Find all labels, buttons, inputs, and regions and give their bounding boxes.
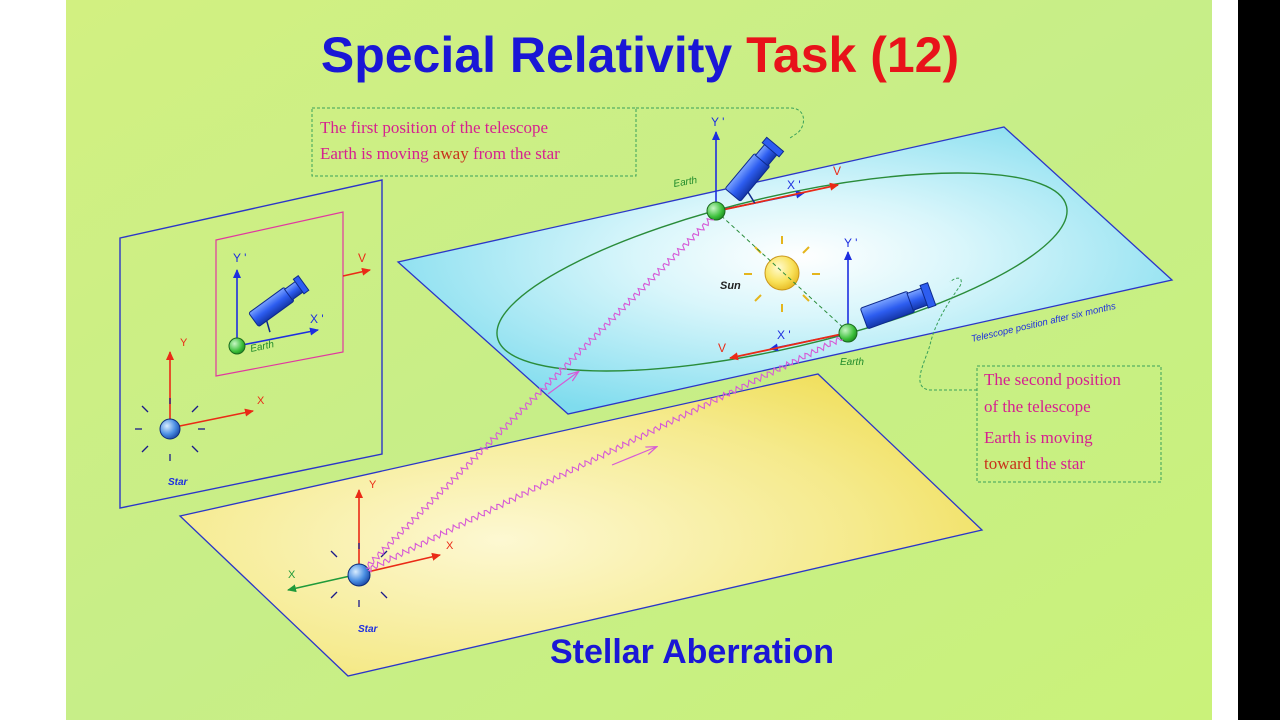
inset-velocity-label: V (358, 251, 366, 265)
inset-velocity-arrow (342, 267, 371, 277)
star-x-axis (358, 552, 441, 575)
second-position-line-4: toward the star (984, 454, 1085, 473)
left-star (159, 418, 181, 440)
emphasis-away: away (433, 144, 469, 163)
subtitle: Stellar Aberration (550, 633, 834, 671)
star-negative-x-label: X (288, 569, 296, 581)
inset-y-prime-label: Y ' (233, 251, 246, 265)
star-x-label: X (446, 540, 454, 552)
orbit-diameter-line-1 (715, 210, 849, 333)
earth2-velocity-label: V (718, 341, 726, 355)
right-edge-bar (1238, 0, 1280, 720)
title-part-blue: Special Relativity (321, 27, 732, 83)
first-position-leader (636, 107, 804, 139)
star-rays (330, 543, 388, 607)
earth-position-2 (838, 323, 858, 343)
left-star-x-label: X (257, 395, 265, 407)
left-star-x-axis (169, 408, 254, 429)
sun (764, 255, 800, 291)
emphasis-toward: toward (984, 454, 1032, 473)
first-position-line-1: The first position of the telescope (320, 118, 548, 137)
earth1-x-prime-label: X ' (787, 178, 801, 192)
earth1-label: Earth (673, 175, 699, 190)
earth2-x-prime-label: X ' (777, 328, 791, 342)
first-position-callout (311, 107, 637, 177)
light-ray-to-earth-1 (365, 217, 715, 570)
earth1-velocity-label: V (833, 164, 841, 178)
first-position-line-2: Earth is moving away from the star (320, 144, 560, 163)
telescope-2-icon (860, 282, 937, 329)
earth-position-1 (706, 201, 726, 221)
earth-orbit (496, 172, 1068, 372)
earth1-y-prime-label: Y ' (711, 115, 724, 129)
second-position-line-3: Earth is moving (984, 428, 1093, 447)
page-title: Special Relativity Task (12) (321, 27, 959, 83)
star (347, 563, 371, 587)
telescope-frame-box (215, 211, 344, 377)
inset-x-prime-label: X ' (310, 312, 324, 326)
sun-rays (744, 236, 820, 312)
inset-earth (228, 337, 246, 355)
earth2-label: Earth (840, 357, 864, 368)
inset-earth-label: Earth (249, 339, 275, 355)
earth2-velocity-arrow (729, 333, 843, 361)
left-star-label: Star (168, 477, 189, 488)
inset-x-prime-axis (236, 327, 319, 347)
earth2-y-prime-label: Y ' (844, 236, 857, 250)
inset-telescope-icon (248, 275, 310, 333)
sun-label: Sun (720, 280, 741, 292)
star-y-label: Y (369, 479, 377, 491)
light-ray-to-earth-2 (367, 336, 844, 573)
light-direction-arrow-2 (611, 447, 656, 466)
observer-frame-plane (119, 179, 383, 509)
star-plane (178, 373, 984, 677)
left-star-y-label: Y (180, 337, 188, 349)
earth1-velocity-arrow (721, 182, 839, 211)
title-part-red: Task (12) (746, 27, 959, 83)
left-star-rays (135, 398, 205, 461)
light-direction-arrow-1 (547, 372, 578, 395)
telescope-1-icon (725, 136, 785, 204)
star-label: Star (358, 624, 379, 635)
second-position-leader (919, 277, 977, 391)
second-position-callout (976, 365, 1162, 483)
star-negative-x-axis (287, 573, 360, 593)
second-position-line-2: of the telescope (984, 397, 1091, 416)
second-position-line-1: The second position (984, 370, 1121, 389)
